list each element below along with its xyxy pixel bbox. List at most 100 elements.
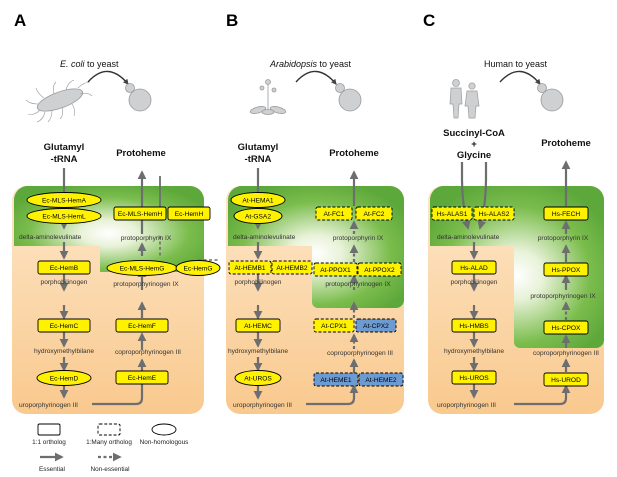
metabolite-pbg-c: porphobilinogen <box>451 279 498 286</box>
panel-a: A E. coli to yeast Glutamyl -tRNA Protoh… <box>12 11 221 414</box>
enzyme-hs-alas2: Hs-ALAS2 <box>473 206 515 221</box>
enzyme-hs-fech: Hs-FECH <box>543 206 589 221</box>
panel-c: C Human to yeast Succinyl-CoA + Glycine … <box>423 11 604 414</box>
metabolite-protogen-a: protoporphyrinogen IX <box>113 281 179 288</box>
panel-a-source-line1: Glutamyl <box>44 142 85 153</box>
svg-text:Hs-ALAS1: Hs-ALAS1 <box>437 211 468 218</box>
enzyme-hs-uros: Hs-UROS <box>451 370 497 385</box>
enzyme-ec-hemc: Ec-HemC <box>37 318 91 333</box>
panel-b: B Arabidopsis to yeast Glutamyl -tRNA Pr… <box>226 11 404 414</box>
svg-text:Ec-HemD: Ec-HemD <box>50 376 79 383</box>
enzyme-ec-hemf: Ec-HemF <box>115 318 169 333</box>
svg-text:At-FC1: At-FC1 <box>324 211 345 218</box>
enzyme-at-hemb1: At-HEMB1 <box>228 260 272 275</box>
svg-text:Ec-HemE: Ec-HemE <box>128 375 157 382</box>
enzyme-at-ppox1: At-PPOX1 <box>313 262 358 277</box>
metabolite-hmb-b: hydroxymethylbilane <box>228 348 288 355</box>
metabolite-uro-c: uroporphyrinogen III <box>437 402 496 409</box>
svg-text:Hs-ALAD: Hs-ALAD <box>460 265 488 272</box>
enzyme-ec-mls-heml: Ec-MLS-HemL <box>26 208 102 224</box>
legend-non-homologous: Non-homologous <box>140 439 189 446</box>
svg-text:Ec-HemG: Ec-HemG <box>184 266 213 273</box>
metabolite-pbg-a: porphobilinogen <box>41 279 88 286</box>
metabolite-protogen-c: protoporphyrinogen IX <box>530 293 596 300</box>
svg-text:At-FC2: At-FC2 <box>364 211 385 218</box>
metabolite-copro-c: coproporphyrinogen III <box>533 350 599 357</box>
legend-non-essential: Non-essential <box>90 466 129 473</box>
enzyme-ec-mls-hemg: Ec-MLS-HemG <box>106 260 178 276</box>
svg-text:Hs-UROS: Hs-UROS <box>459 375 489 382</box>
panel-c-source-line3: Glycine <box>457 150 491 161</box>
svg-text:At-HEME1: At-HEME1 <box>320 377 351 384</box>
panel-a-product: Protoheme <box>116 148 166 159</box>
svg-text:Ec-HemF: Ec-HemF <box>128 323 156 330</box>
svg-text:Hs-CPOX: Hs-CPOX <box>552 325 582 332</box>
svg-text:Hs-FECH: Hs-FECH <box>552 211 580 218</box>
enzyme-at-cpx1: At-CPX1 <box>313 318 355 333</box>
svg-text:At-CPX1: At-CPX1 <box>321 323 347 330</box>
transfer-arrow-a <box>87 70 129 85</box>
legend: 1:1 ortholog 1:Many ortholog Non-homolog… <box>32 423 189 473</box>
svg-text:Hs-UROD: Hs-UROD <box>551 377 581 384</box>
transfer-arrow-c <box>499 70 541 85</box>
metabolite-copro-a: coproporphyrinogen III <box>115 349 181 356</box>
enzyme-ec-hemd: Ec-HemD <box>36 370 92 386</box>
panel-c-title: Human to yeast <box>484 59 548 69</box>
legend-1-many-ortholog: 1:Many ortholog <box>86 439 132 446</box>
enzyme-ec-mls-hemh: Ec-MLS-HemH <box>113 206 167 221</box>
enzyme-at-hema1: At-HEMA1 <box>230 192 286 208</box>
panel-c-product: Protoheme <box>541 138 591 149</box>
metabolite-hmb-c: hydroxymethylbilane <box>444 348 504 355</box>
enzyme-at-cpx2: At-CPX2 <box>355 318 397 333</box>
metabolite-hmb-a: hydroxymethylbilane <box>34 348 94 355</box>
enzyme-at-hemb2: At-HEMB2 <box>271 260 313 275</box>
yeast-icon-c <box>537 83 564 112</box>
enzyme-at-heme1: At-HEME1 <box>313 372 359 387</box>
bacterium-icon <box>25 79 93 123</box>
yeast-icon-b <box>335 83 362 112</box>
plant-icon <box>249 79 287 115</box>
enzyme-at-uros: At-UROS <box>234 370 282 386</box>
svg-text:Ec-HemB: Ec-HemB <box>50 265 79 272</box>
panel-letter-b: B <box>226 11 238 30</box>
svg-text:At-GSA2: At-GSA2 <box>245 214 271 221</box>
human-icon <box>449 79 480 119</box>
legend-1-1-ortholog: 1:1 ortholog <box>32 439 66 446</box>
panel-c-source-line1: Succinyl-CoA <box>443 128 505 139</box>
enzyme-at-fc1: At-FC1 <box>315 206 353 221</box>
transfer-arrow-b <box>295 70 337 85</box>
metabolite-pbg-b: porphobilinogen <box>235 279 282 286</box>
panel-b-title: Arabidopsis to yeast <box>269 59 352 69</box>
metabolite-proto-b: protoporphyrin IX <box>333 235 384 242</box>
svg-text:Hs-HMBS: Hs-HMBS <box>459 323 489 330</box>
svg-text:At-HEME2: At-HEME2 <box>365 377 396 384</box>
svg-text:Ec-HemH: Ec-HemH <box>175 211 204 218</box>
enzyme-ec-heme: Ec-HemE <box>115 370 169 385</box>
panel-b-product: Protoheme <box>329 148 379 159</box>
enzyme-at-hemc: At-HEMC <box>235 318 281 333</box>
enzyme-ec-hemh: Ec-HemH <box>167 206 211 221</box>
metabolite-ala-b: delta-aminolevulinate <box>233 234 296 241</box>
svg-text:At-HEMB2: At-HEMB2 <box>276 265 307 272</box>
metabolite-protogen-b: protoporphyrinogen IX <box>325 281 391 288</box>
svg-text:At-HEMA1: At-HEMA1 <box>242 198 273 205</box>
legend-essential: Essential <box>39 466 65 473</box>
svg-text:At-CPX2: At-CPX2 <box>363 323 389 330</box>
enzyme-at-gsa2: At-GSA2 <box>233 208 283 224</box>
enzyme-ec-hemb: Ec-HemB <box>37 260 91 275</box>
legend-dashed-box <box>97 423 121 436</box>
enzyme-hs-ppox: Hs-PPOX <box>543 262 589 277</box>
metabolite-ala-a: delta-aminolevulinate <box>19 234 82 241</box>
enzyme-at-ppox2: At-PPOX2 <box>357 262 402 277</box>
panel-b-source-line1: Glutamyl <box>238 142 279 153</box>
svg-text:Ec-MLS-HemA: Ec-MLS-HemA <box>42 198 87 205</box>
metabolite-uro-a: uroporphyrinogen III <box>19 402 78 409</box>
mitochondria-compartment-c <box>429 186 604 348</box>
svg-text:At-PPOX2: At-PPOX2 <box>364 267 395 274</box>
panel-b-source-line2: -tRNA <box>245 154 272 165</box>
metabolite-proto-a: protoporphyrin IX <box>121 235 172 242</box>
svg-text:Ec-HemC: Ec-HemC <box>50 323 79 330</box>
enzyme-hs-urod: Hs-UROD <box>543 372 589 387</box>
metabolite-proto-c: protoporphyrin IX <box>538 235 589 242</box>
